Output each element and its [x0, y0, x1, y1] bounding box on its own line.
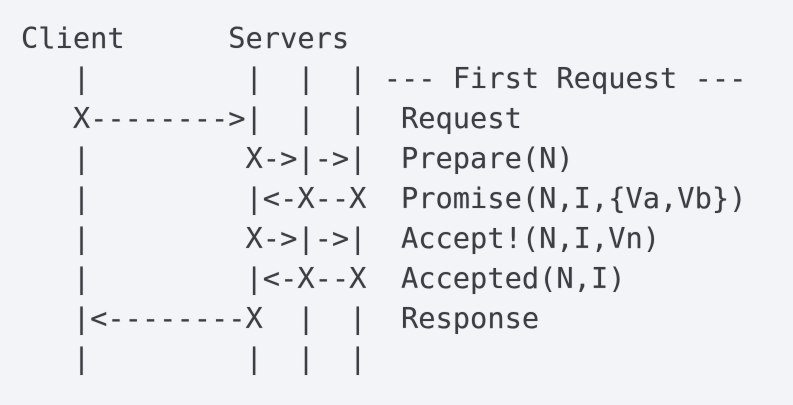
diagram-line-promise: | |<-X--X Promise(N,I,{Va,Vb})	[21, 181, 747, 215]
diagram-line-lifelines: | | | |	[21, 341, 367, 375]
diagram-line-first-request-header: | | | | --- First Request ---	[21, 61, 747, 95]
diagram-line-accepted: | |<-X--X Accepted(N,I)	[21, 261, 626, 295]
diagram-line-request: X-------->| | | Request	[21, 101, 522, 135]
diagram-line-accept: | X->|->| Accept!(N,I,Vn)	[21, 221, 661, 255]
diagram-line-response: |<--------X | | Response	[21, 301, 540, 335]
paxos-ascii-sequence-diagram: Client Servers | | | | --- First Request…	[21, 21, 747, 375]
diagram-line-prepare: | X->|->| Prepare(N)	[21, 141, 574, 175]
diagram-line-participants: Client Servers	[21, 21, 350, 55]
